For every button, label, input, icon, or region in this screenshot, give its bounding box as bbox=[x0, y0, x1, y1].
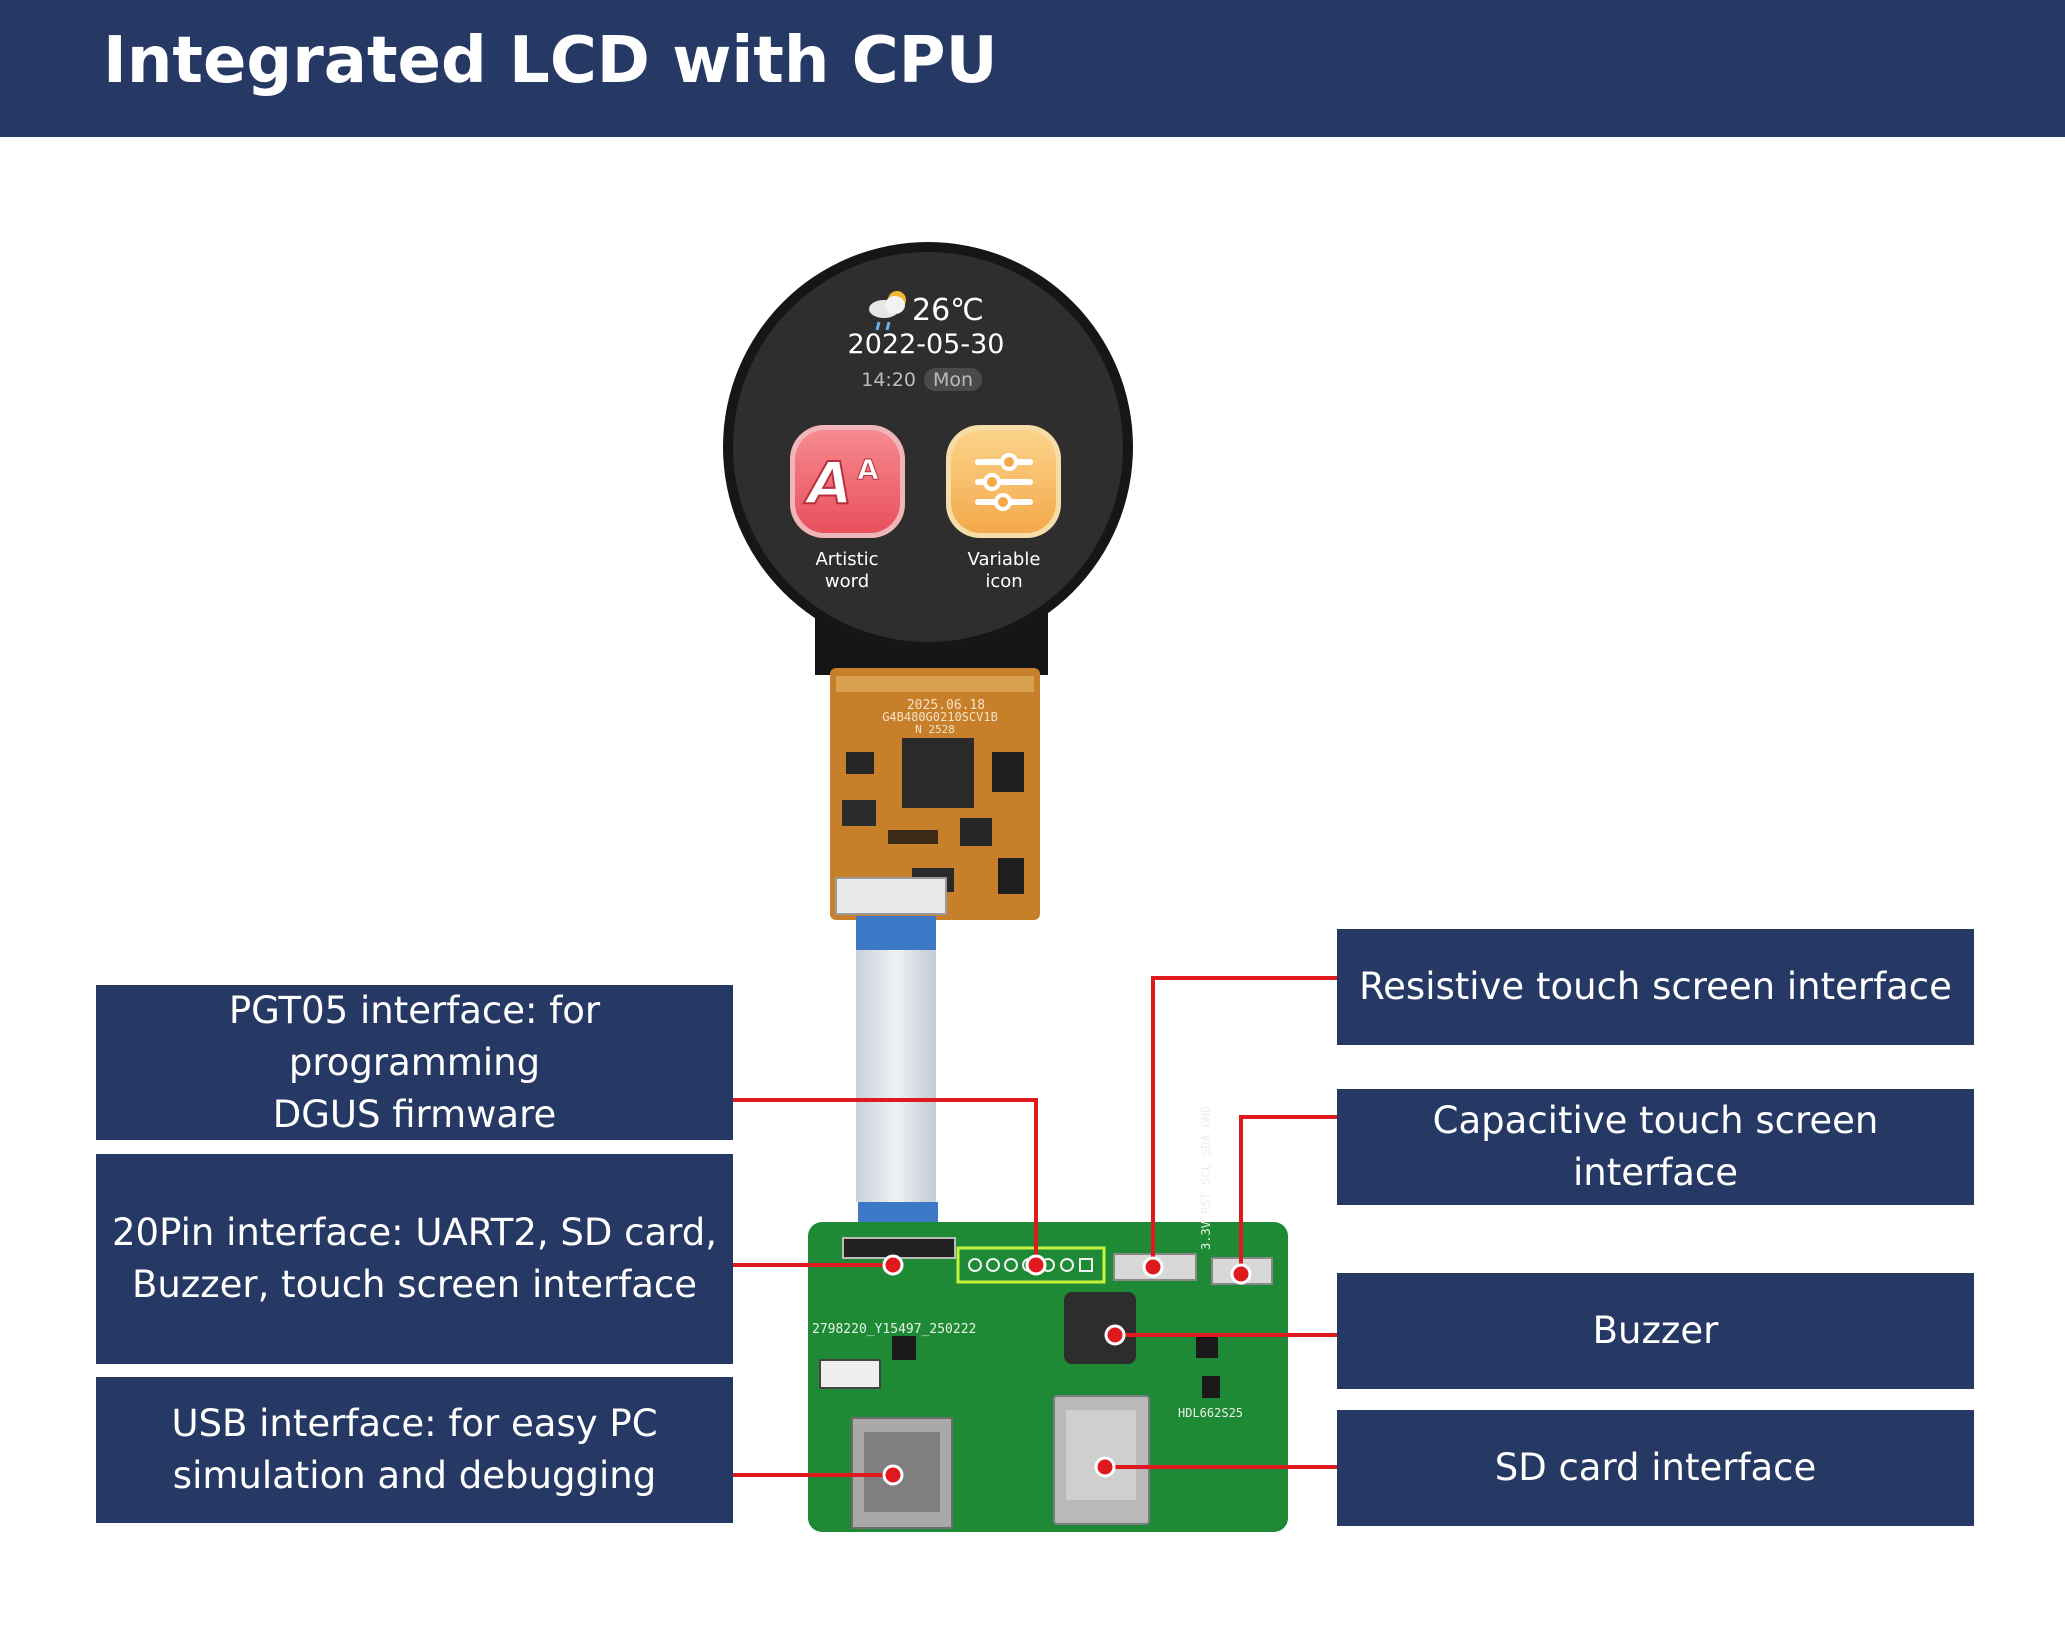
board-marking: HDL662S25 bbox=[1178, 1406, 1243, 1420]
label-line: Capacitive touch screen interface bbox=[1432, 1099, 1879, 1194]
pin-marking: 3.3V RST SCL SDA GND bbox=[1199, 1106, 1213, 1251]
app-label: word bbox=[825, 571, 869, 592]
round-lcd-module: 26℃ 2022-05-30 14:20 Mon A A Artistic wo… bbox=[723, 242, 1133, 675]
svg-text:A: A bbox=[857, 453, 879, 486]
label-line: Resistive touch screen interface bbox=[1359, 965, 1952, 1008]
label-line: Buzzer bbox=[1592, 1309, 1719, 1352]
callout-capacitive bbox=[1239, 1115, 1337, 1274]
label-pgt05-interface: PGT05 interface: for programming DGUS fi… bbox=[96, 985, 733, 1140]
fpc-connector bbox=[835, 877, 947, 915]
fpc-marking: 2025.06.18 bbox=[907, 698, 985, 713]
display-screen bbox=[733, 252, 1123, 642]
weather-cloud-icon bbox=[869, 291, 906, 331]
20pin-connector bbox=[842, 1237, 956, 1259]
time-readout: 14:20 bbox=[861, 369, 916, 391]
label-sd-card: SD card interface bbox=[1337, 1410, 1974, 1526]
app-variable-icon[interactable]: Variable icon bbox=[946, 425, 1061, 592]
callout-resistive bbox=[1151, 976, 1337, 1267]
app-label: Artistic bbox=[815, 549, 878, 570]
label-line: PGT05 interface: for programming bbox=[228, 988, 601, 1084]
title-banner: Integrated LCD with CPU bbox=[0, 0, 2065, 137]
label-line: DGUS firmware bbox=[272, 1092, 557, 1136]
callout-dots bbox=[882, 1254, 1252, 1486]
label-line: simulation and debugging bbox=[172, 1454, 657, 1497]
artistic-word-icon bbox=[795, 430, 900, 533]
board-marking: 2798220_Y15497_250222 bbox=[812, 1322, 976, 1337]
temperature-readout: 26℃ bbox=[912, 293, 984, 328]
label-line: Buzzer, touch screen interface bbox=[131, 1263, 698, 1306]
label-buzzer: Buzzer bbox=[1337, 1273, 1974, 1389]
fpc-marking: N 2528 bbox=[915, 723, 955, 736]
date-readout: 2022-05-30 bbox=[848, 329, 1005, 360]
ribbon-cable bbox=[856, 916, 938, 1232]
weekday-readout: Mon bbox=[933, 369, 973, 391]
label-line: 20Pin interface: UART2, SD card, bbox=[112, 1211, 717, 1254]
label-20pin-interface: 20Pin interface: UART2, SD card, Buzzer,… bbox=[96, 1154, 733, 1364]
app-label: icon bbox=[985, 571, 1022, 592]
page-title: Integrated LCD with CPU bbox=[103, 24, 998, 98]
fpc-marking: G4B480G0210SCV1B bbox=[882, 710, 998, 724]
svg-text:A: A bbox=[804, 449, 853, 517]
pgt05-header bbox=[956, 1246, 1106, 1284]
label-resistive-touch: Resistive touch screen interface bbox=[1337, 929, 1974, 1045]
buzzer-component bbox=[1064, 1292, 1136, 1364]
pcb-board: 3.3V RST SCL SDA GND 2798220_Y15497_2502… bbox=[808, 1106, 1288, 1532]
cpu-chip bbox=[902, 738, 974, 808]
weekday-pill bbox=[924, 368, 982, 391]
app-label: Variable bbox=[968, 549, 1041, 570]
label-line: USB interface: for easy PC bbox=[171, 1402, 658, 1445]
app-artistic-word[interactable]: A A Artistic word bbox=[790, 425, 905, 592]
ic-chip bbox=[992, 752, 1024, 792]
label-usb-interface: USB interface: for easy PC simulation an… bbox=[96, 1377, 733, 1523]
callout-lines bbox=[733, 976, 1337, 1477]
label-capacitive-touch: Capacitive touch screen interface bbox=[1337, 1089, 1974, 1205]
label-line: SD card interface bbox=[1494, 1446, 1817, 1489]
callout-pgt05 bbox=[733, 1098, 1038, 1265]
fpc-driver-board: 2025.06.18 G4B480G0210SCV1B N 2528 bbox=[830, 668, 1040, 920]
